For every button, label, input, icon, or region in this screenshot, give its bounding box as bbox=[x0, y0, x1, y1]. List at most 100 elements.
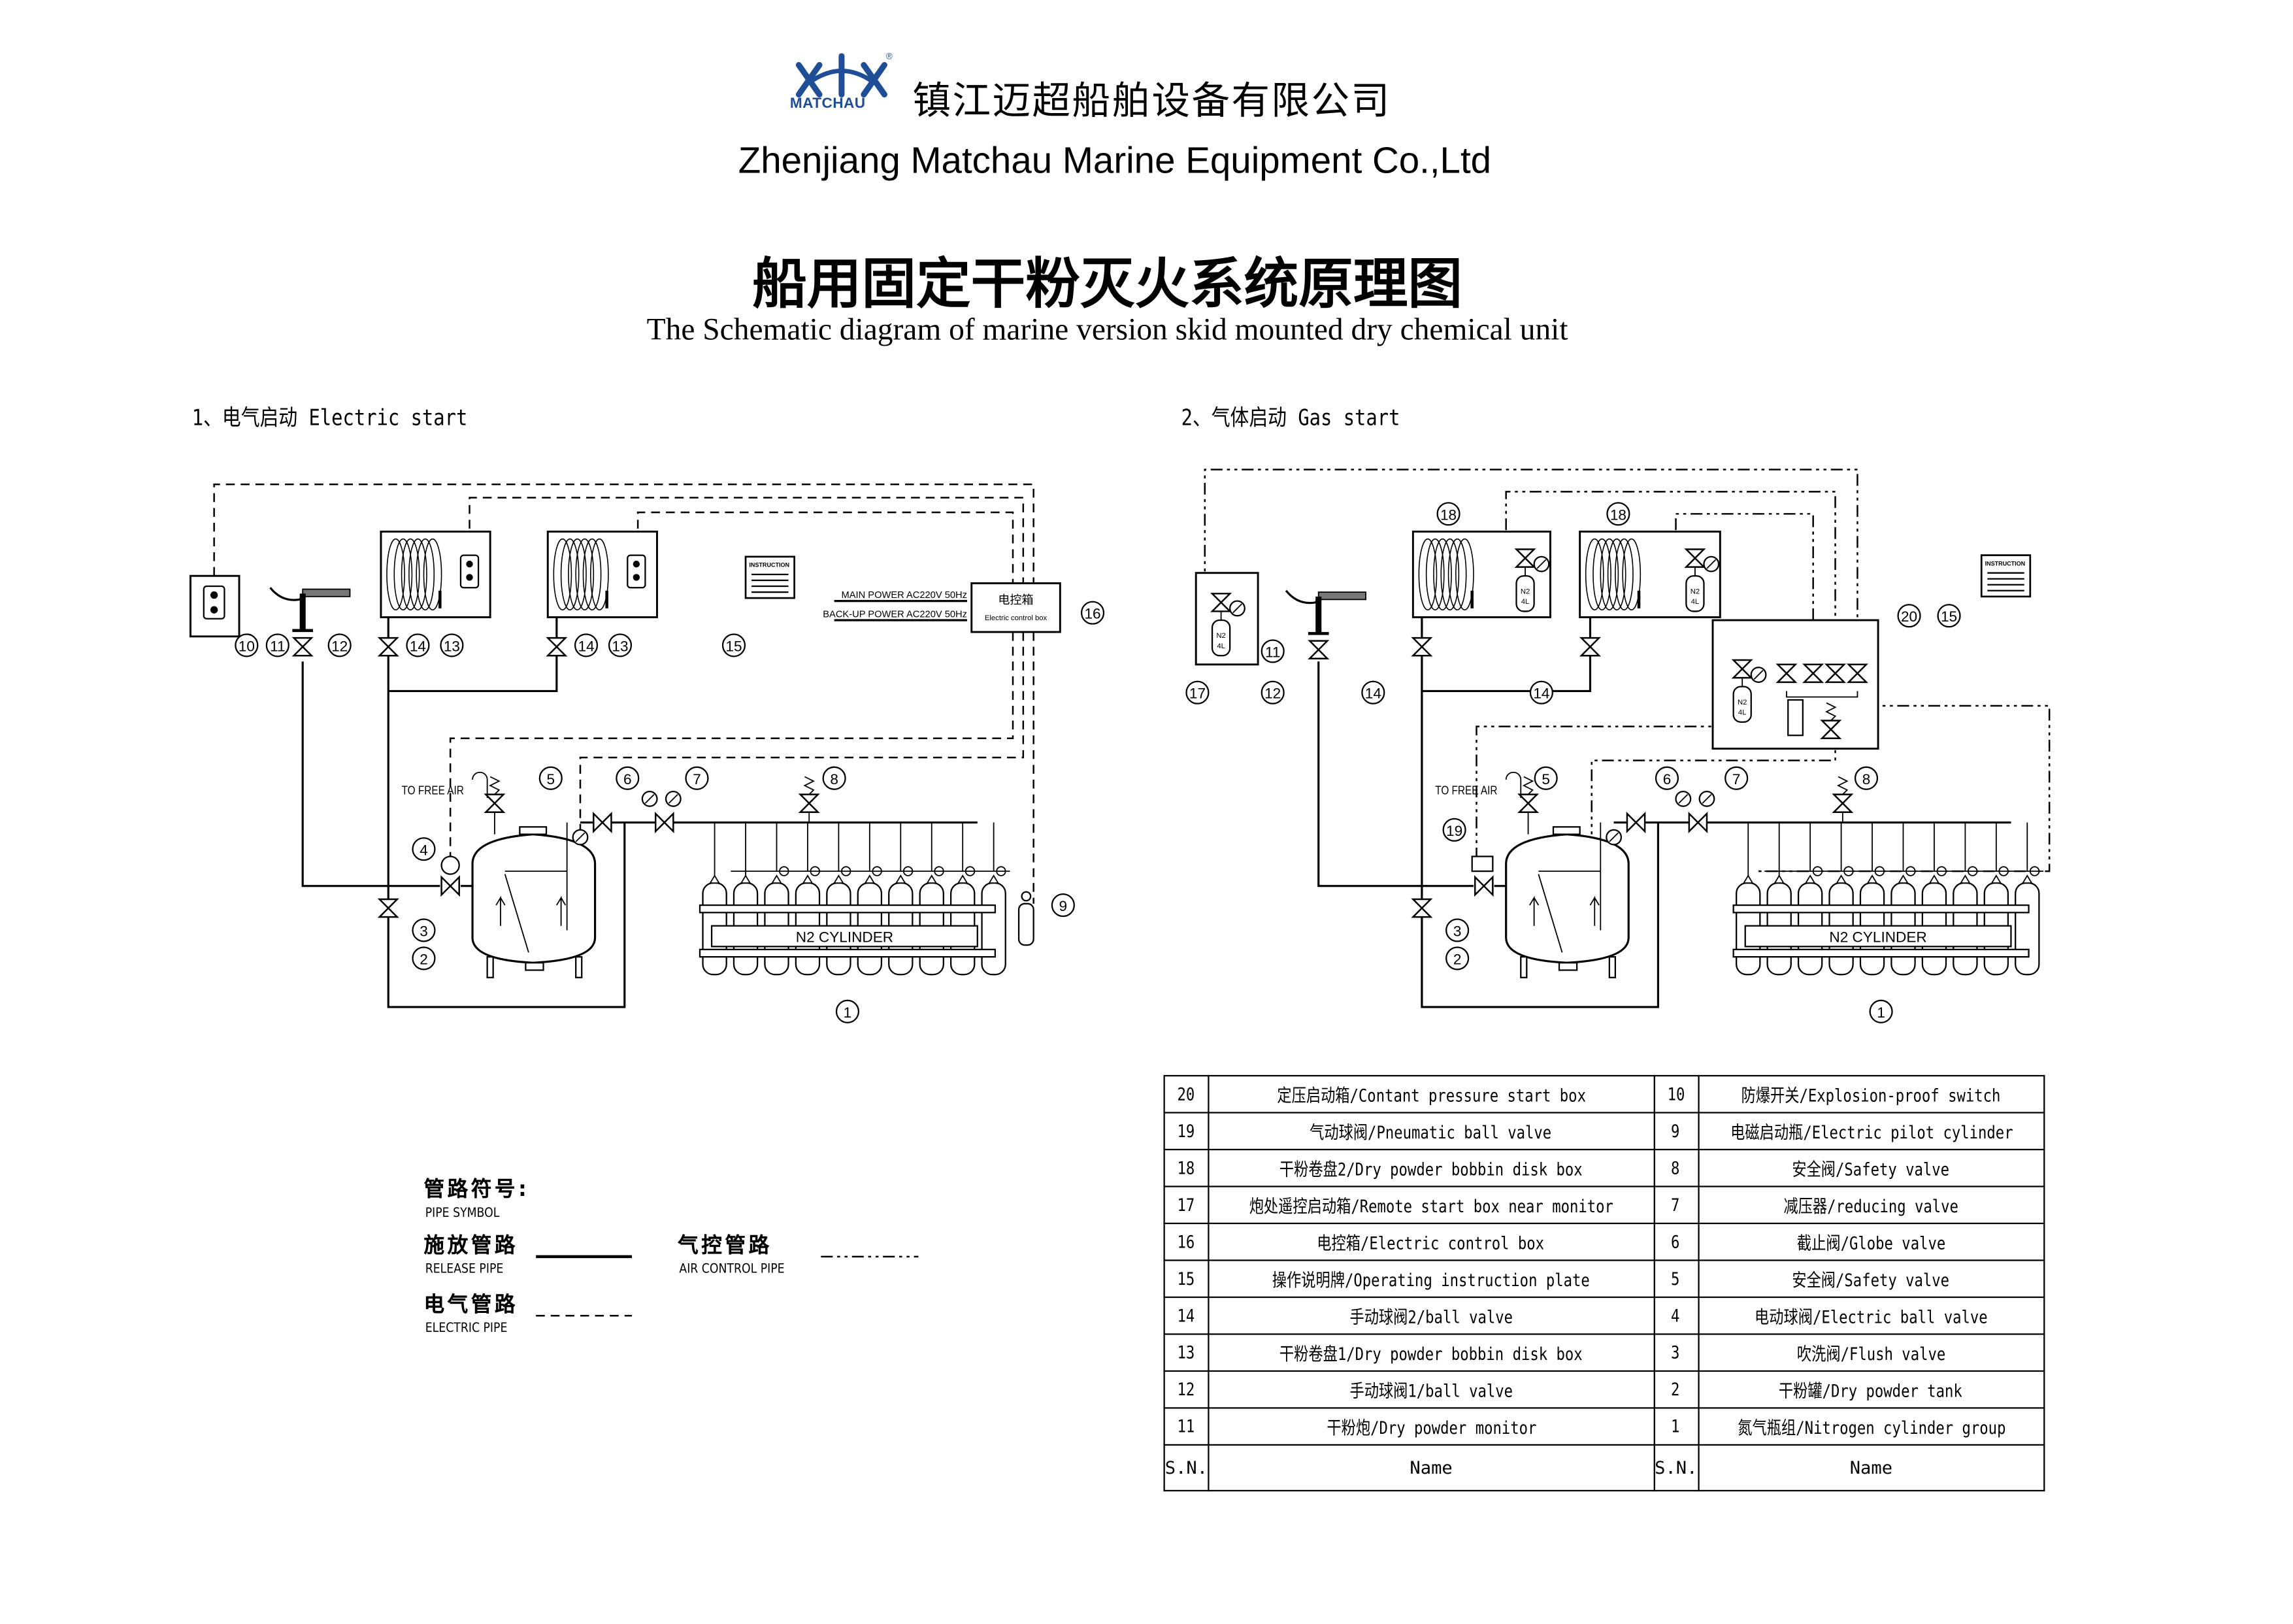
callout-marker: 11 bbox=[265, 633, 289, 657]
part-number-text: 11 bbox=[1177, 1416, 1195, 1437]
part-name-text: 手动球阀2/ball valve bbox=[1349, 1306, 1513, 1327]
n2-cylinder-label: N2 CYLINDER bbox=[1829, 929, 1926, 946]
n2-cylinder-label: N2 CYLINDER bbox=[796, 929, 893, 946]
callout-marker: 14 bbox=[1529, 680, 1553, 704]
hose-reel-box bbox=[1411, 530, 1551, 618]
ball-valve-icon bbox=[1411, 637, 1433, 657]
callout-number: 3 bbox=[420, 923, 428, 940]
part-number-text: 16 bbox=[1177, 1231, 1195, 1253]
tank-internal-pipe bbox=[495, 822, 568, 953]
electric-pipe bbox=[213, 483, 1034, 904]
callout-number: 14 bbox=[1365, 686, 1381, 702]
instruction-plate bbox=[1980, 554, 2032, 598]
part-name-text: 防爆开关/Explosion-proof switch bbox=[1741, 1084, 2001, 1106]
part-number: 1 bbox=[1653, 1407, 1699, 1446]
cylinder-valve-icon bbox=[1928, 874, 1940, 884]
legend-air-cn: 气控管路 bbox=[678, 1234, 772, 1259]
hose-coil-icon bbox=[1622, 538, 1641, 610]
legend-title-cn: 管路符号: bbox=[423, 1178, 530, 1202]
cylinder-valve-icon bbox=[988, 874, 1000, 884]
part-name: 减压器/reducing valve bbox=[1697, 1185, 2045, 1225]
callout-marker: 8 bbox=[1854, 766, 1879, 790]
hose-coil-icon bbox=[1440, 538, 1460, 610]
callout-marker: 7 bbox=[685, 766, 709, 790]
ball-valve-icon bbox=[1411, 898, 1433, 918]
part-number-text: 1 bbox=[1672, 1416, 1681, 1437]
gauge-needle bbox=[1706, 559, 1717, 569]
part-name: 炮处遥控启动箱/Remote start box near monitor bbox=[1208, 1185, 1655, 1225]
cylinder-rack bbox=[1732, 904, 2030, 914]
part-number-text: 17 bbox=[1177, 1194, 1195, 1216]
gauge-needle bbox=[1536, 559, 1547, 569]
callout-circle bbox=[1869, 999, 1893, 1023]
callout-marker: 9 bbox=[1051, 893, 1075, 918]
button-dot bbox=[633, 574, 640, 581]
air-control-pipe bbox=[1476, 725, 1790, 857]
check-valve-icon bbox=[1802, 663, 1824, 684]
callout-circle bbox=[1442, 818, 1466, 842]
tank-manhole bbox=[1552, 826, 1581, 835]
electric-ball-valve-icon bbox=[1474, 875, 1494, 897]
part-name-text: 干粉罐/Dry powder tank bbox=[1779, 1380, 1963, 1401]
hose-coil-icon bbox=[1455, 538, 1474, 610]
part-name-text: 操作说明牌/Operating instruction plate bbox=[1272, 1269, 1591, 1290]
button-dot bbox=[210, 606, 218, 614]
callout-circle bbox=[412, 918, 436, 942]
to-free-air-label: TO FREE AIR bbox=[1435, 784, 1497, 797]
cylinder-valve-icon bbox=[957, 874, 968, 884]
n2-cylinder-label-box bbox=[1744, 925, 2012, 948]
button-dot bbox=[633, 560, 640, 568]
callout-circle bbox=[412, 946, 436, 970]
callout-marker: 16 bbox=[1080, 601, 1105, 625]
hose-coil-icon bbox=[575, 538, 595, 610]
part-name: 手动球阀2/ball valve bbox=[1208, 1296, 1655, 1335]
matchau-logo: ® MATCHAU bbox=[787, 53, 897, 115]
instruction-plate-title: INSTRUCTION bbox=[1985, 560, 2026, 567]
ball-valve-icon bbox=[1579, 637, 1602, 657]
globe-valve-icon bbox=[593, 811, 612, 834]
tank-manhole bbox=[519, 826, 548, 835]
power-supply-line bbox=[834, 600, 967, 621]
backup-power-label: BACK-UP POWER AC220V 50Hz bbox=[823, 609, 967, 620]
ball-valve-icon bbox=[291, 637, 314, 657]
reducing-valve-icon bbox=[1688, 811, 1708, 834]
part-name: 气动球阀/Pneumatic ball valve bbox=[1208, 1112, 1655, 1151]
cylinder-valve-icon bbox=[1990, 874, 2002, 884]
callout-number: 13 bbox=[612, 638, 628, 654]
callout-circle bbox=[1445, 946, 1470, 970]
title-en: The Schematic diagram of marine version … bbox=[646, 311, 1568, 347]
callout-circle bbox=[721, 633, 746, 657]
part-name-text: 电磁启动瓶/Electric pilot cylinder bbox=[1730, 1121, 2013, 1142]
callout-circle bbox=[685, 766, 709, 790]
hose-coil-icon bbox=[1585, 538, 1604, 610]
callout-number: 8 bbox=[1862, 771, 1871, 787]
air-control-pipe bbox=[1591, 733, 1836, 835]
callout-marker: 1 bbox=[835, 999, 860, 1023]
callout-number: 17 bbox=[1189, 686, 1206, 702]
safety-valve-icon bbox=[1832, 793, 1854, 813]
part-number-text: 4 bbox=[1672, 1305, 1681, 1327]
part-number: 6 bbox=[1653, 1222, 1699, 1261]
part-number: 2 bbox=[1653, 1370, 1699, 1409]
control-box-label-en: Electric control box bbox=[985, 614, 1048, 622]
registered-mark: ® bbox=[885, 53, 893, 62]
part-number: 7 bbox=[1653, 1185, 1699, 1225]
part-number: 13 bbox=[1163, 1333, 1210, 1372]
callout-circle bbox=[412, 837, 436, 861]
callout-marker: 14 bbox=[406, 633, 430, 657]
callout-circle bbox=[608, 633, 633, 657]
valve-spring bbox=[1522, 776, 1534, 795]
part-number-text: 8 bbox=[1672, 1157, 1681, 1179]
monitor-post bbox=[299, 593, 306, 631]
hose-coil-icon bbox=[1615, 538, 1634, 610]
dry-powder-tank bbox=[1505, 833, 1630, 964]
gauge-needle bbox=[1702, 793, 1712, 804]
callout-marker: 18 bbox=[1436, 502, 1460, 526]
part-number-text: 9 bbox=[1672, 1120, 1681, 1142]
part-number-text: 20 bbox=[1177, 1084, 1195, 1105]
callout-circle bbox=[1655, 766, 1679, 790]
